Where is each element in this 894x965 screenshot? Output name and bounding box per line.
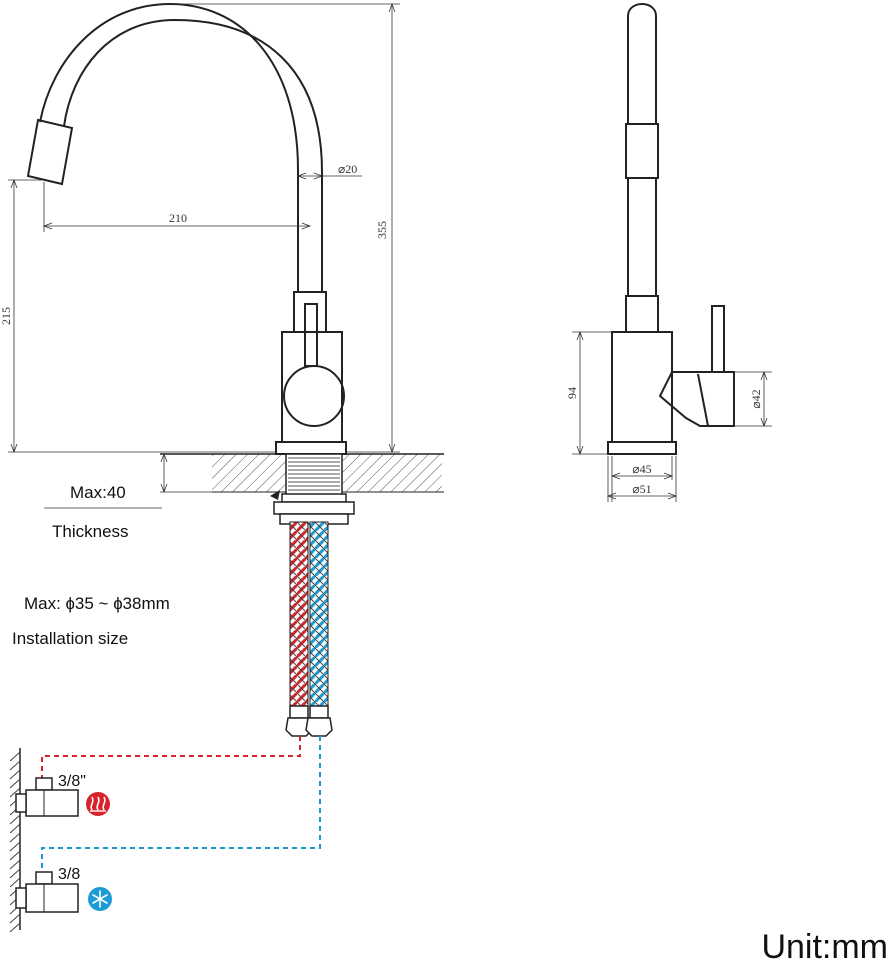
handle-lever <box>304 303 318 367</box>
countertop-right <box>342 454 442 492</box>
hot-valve-size: 3/8" <box>58 773 86 790</box>
unit-label: Unit:mm <box>761 928 888 965</box>
cold-valve-size: 3/8 <box>58 866 80 883</box>
dim-base-diameter-51: ⌀51 <box>632 482 651 496</box>
hose-end-nuts <box>285 705 333 737</box>
spout-outer-curve <box>39 2 299 292</box>
max-thickness-label: Max:40 <box>70 483 126 502</box>
dim-spout-diameter: ⌀20 <box>338 162 357 176</box>
cold-angle-valve <box>15 871 79 913</box>
side-dimension-lines <box>572 330 772 502</box>
neck-collar <box>293 291 327 333</box>
cold-supply-dashed-line <box>41 736 321 872</box>
side-spout-tube <box>627 3 657 125</box>
hole-size-label: Max: ɸ35 ~ ɸ38mm <box>24 594 170 613</box>
spout-aerator <box>26 118 74 186</box>
dim-spout-height-215: 215 <box>0 307 13 325</box>
hot-supply-dashed-line <box>41 736 301 778</box>
countertop-left <box>212 454 286 492</box>
side-handle-lever <box>711 305 725 373</box>
dim-handle-diameter-42: ⌀42 <box>749 389 763 408</box>
supply-lines <box>41 736 321 872</box>
side-base <box>607 441 677 455</box>
dim-total-height-355: 355 <box>375 221 389 239</box>
dim-reach-210: 210 <box>169 211 187 225</box>
snowflake-icon <box>88 887 112 911</box>
handle-knob <box>283 365 345 427</box>
heat-icon <box>86 792 110 816</box>
thickness-label: Thickness <box>52 522 129 541</box>
cold-water-hose <box>309 521 329 709</box>
dim-body-height-94: 94 <box>565 387 579 399</box>
hot-angle-valve <box>15 777 79 817</box>
hot-water-hose <box>289 521 309 709</box>
front-dimension-lines <box>8 2 400 509</box>
faucet-side-view <box>607 3 735 455</box>
faucet-front-view <box>26 2 444 737</box>
installation-size-label: Installation size <box>12 629 128 648</box>
side-body <box>611 331 673 443</box>
side-spout-sleeve <box>625 123 659 179</box>
dim-base-diameter-45: ⌀45 <box>632 462 651 476</box>
faucet-base <box>275 441 347 455</box>
